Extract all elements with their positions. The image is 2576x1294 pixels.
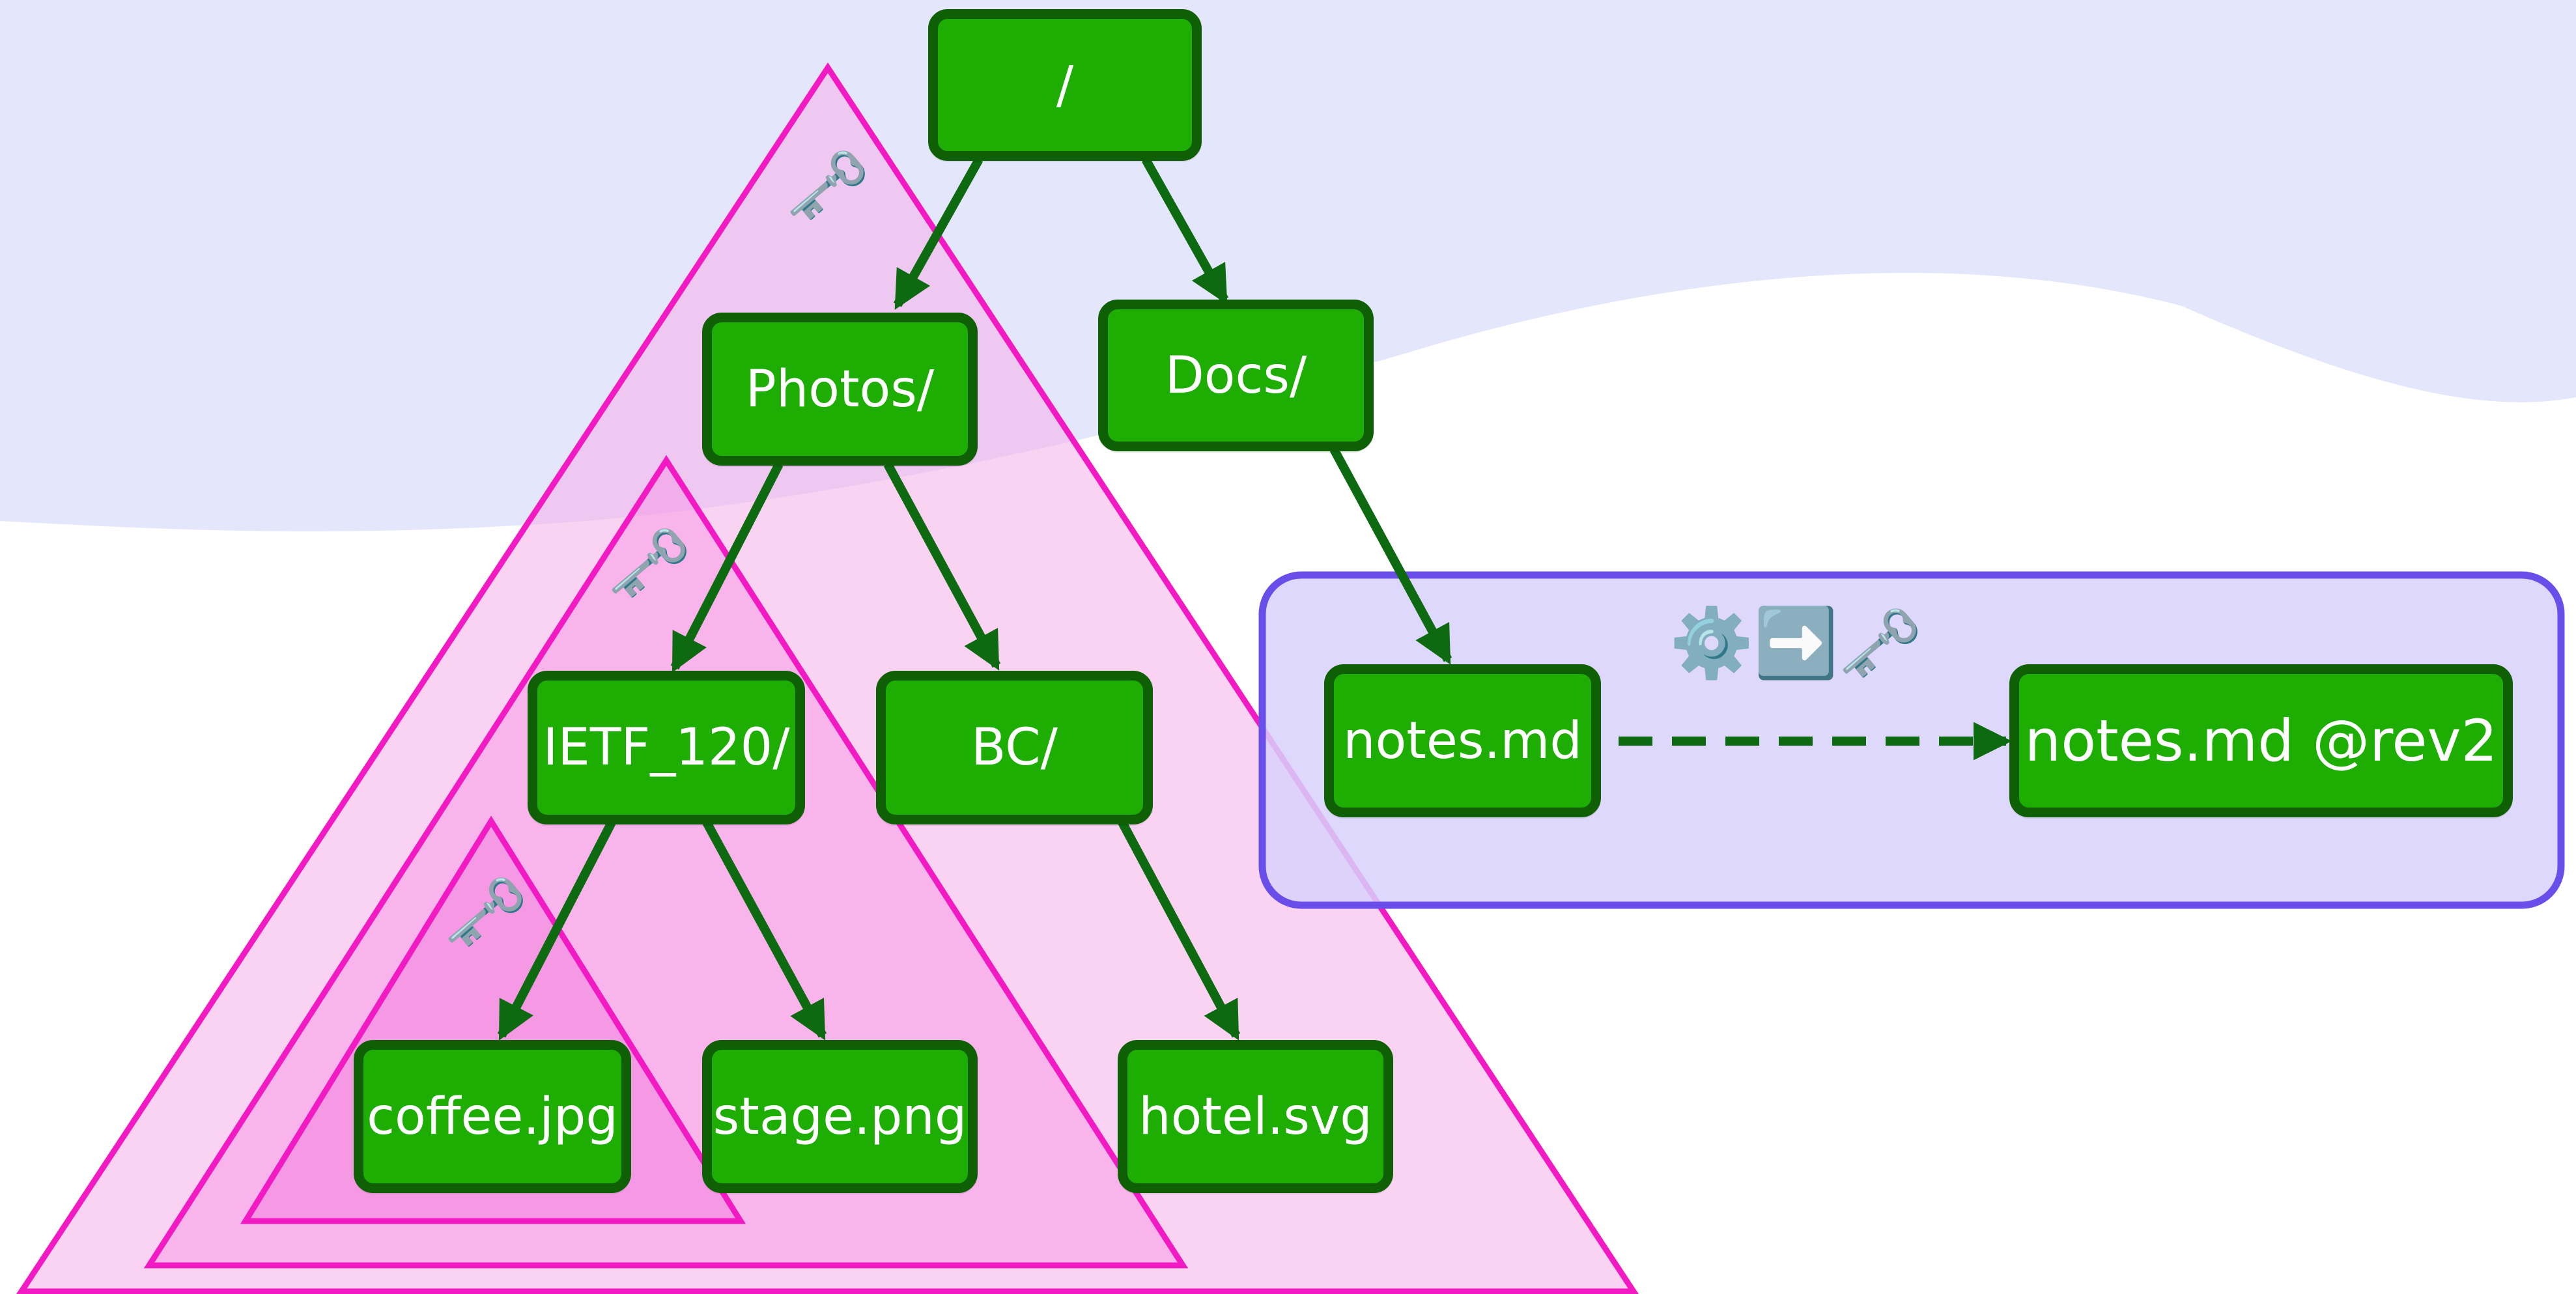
edge-photos-bc	[883, 462, 1001, 671]
scope-triangle-root	[16, 62, 1639, 1294]
background-wave	[0, 0, 2576, 531]
edge-root-photos	[893, 157, 984, 310]
edge-ietf-coffee	[497, 820, 616, 1041]
node-hotel[interactable]: hotel.svg	[1118, 1040, 1393, 1193]
node-notes[interactable]: notes.md	[1324, 664, 1601, 817]
node-notes-rev2[interactable]: notes.md @rev2	[2009, 664, 2513, 817]
rekey-process-icons: ⚙️ ➡️ 🗝️	[1669, 609, 1923, 677]
node-bc[interactable]: BC/	[876, 671, 1153, 824]
node-docs[interactable]: Docs/	[1098, 300, 1374, 451]
node-ietf[interactable]: IETF_120/	[528, 671, 805, 824]
node-root[interactable]: /	[928, 9, 1202, 161]
node-photos[interactable]: Photos/	[702, 313, 978, 466]
edge-root-docs	[1141, 157, 1229, 305]
key-icon-rev2: 🗝️	[1838, 603, 1923, 682]
node-stage[interactable]: stage.png	[702, 1040, 978, 1193]
arrow-right-icon: ➡️	[1753, 603, 1839, 682]
node-coffee[interactable]: coffee.jpg	[354, 1040, 631, 1193]
edge-ietf-stage	[702, 820, 827, 1041]
key-icon-ietf-scope: 🗝️	[444, 872, 528, 951]
gear-icon: ⚙️	[1669, 603, 1754, 682]
key-icon-root-scope: 🗝️	[786, 145, 870, 225]
edge-bc-hotel	[1118, 820, 1241, 1041]
edge-docs-notes	[1329, 447, 1452, 665]
key-icon-photos-scope: 🗝️	[607, 523, 692, 602]
edge-photos-ietf	[670, 462, 784, 673]
